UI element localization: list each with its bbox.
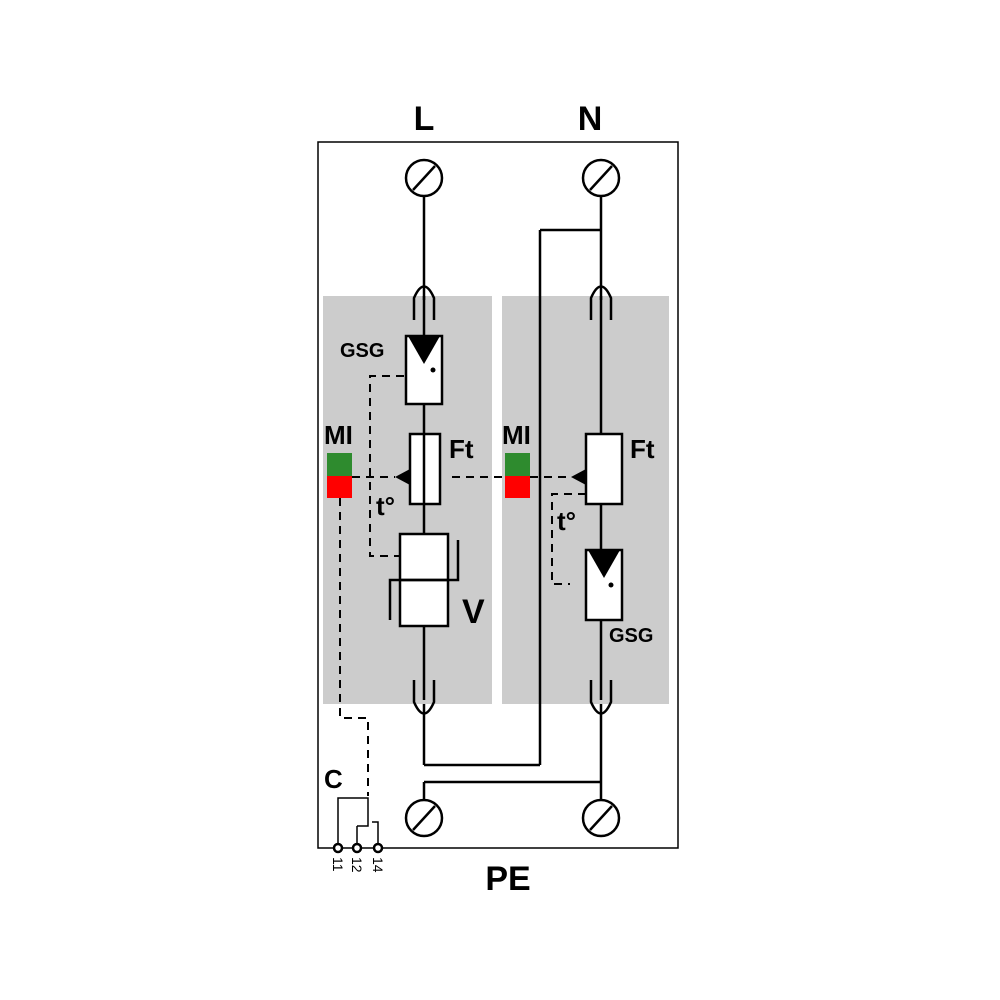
terminal-l-screw-icon (404, 158, 444, 198)
terminal-l-label: L (414, 100, 435, 138)
left-thermal-fuse (395, 432, 442, 506)
contact-pin-12: 12 (349, 857, 365, 873)
contact-pin-11: 11 (330, 857, 346, 872)
right-gsg-spark-gap (584, 548, 624, 622)
right-gsg-dashed-link (551, 493, 586, 585)
left-varistor (388, 532, 460, 628)
terminal-pe-left-screw-icon (404, 798, 444, 838)
terminal-pe-right-screw-icon (581, 798, 621, 838)
terminal-n-label: N (578, 100, 603, 138)
right-gsg-label: GSG (609, 625, 653, 647)
right-fuse-label: Ft (630, 434, 655, 464)
left-mi-label: MI (324, 420, 353, 450)
n-line-wires (422, 196, 613, 800)
remote-contact-dashed-link (339, 498, 369, 796)
left-fuse-label: Ft (449, 434, 474, 464)
contact-pin-14: 14 (370, 857, 386, 873)
left-mi-indicator (327, 453, 352, 498)
l-line-wires (412, 196, 601, 767)
left-gsg-label: GSG (340, 340, 384, 362)
left-gsg-dashed-link (369, 375, 404, 557)
remote-contact-switch (332, 797, 384, 854)
left-varistor-label: V (462, 593, 485, 631)
terminal-n-screw-icon (581, 158, 621, 198)
contact-label: C (324, 764, 343, 794)
left-gsg-spark-gap (404, 334, 444, 406)
right-mi-label: MI (502, 420, 531, 450)
right-thermal-fuse (571, 432, 624, 506)
right-mi-indicator (505, 453, 530, 498)
right-thermal-label: t° (557, 506, 576, 536)
terminal-pe-label: PE (485, 860, 530, 898)
left-thermal-label: t° (376, 491, 395, 521)
